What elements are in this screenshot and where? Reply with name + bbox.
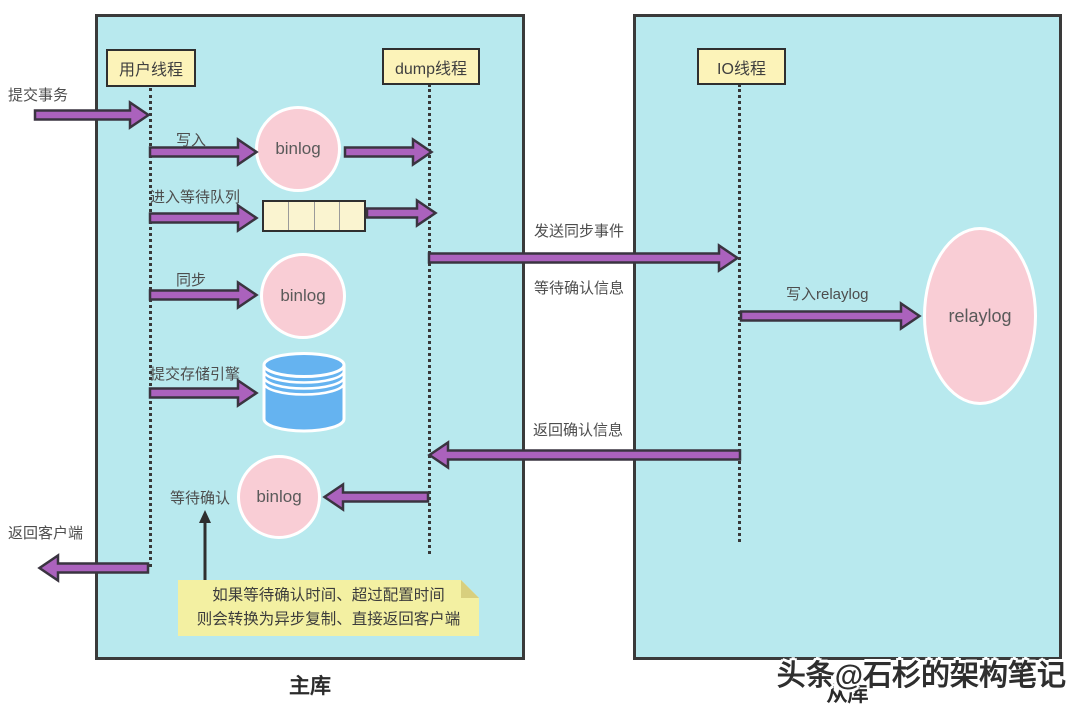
io-thread-lifeline: [738, 84, 741, 542]
master-caption: 主库: [289, 675, 331, 698]
queue-cell: [315, 202, 340, 230]
arrow-write-binlog: [148, 137, 259, 167]
io-thread-label: IO线程: [697, 48, 786, 85]
label-return-client: 返回客户端: [8, 525, 84, 542]
user-thread-lifeline: [149, 88, 152, 567]
storage-engine-cylinder-icon: [262, 352, 346, 433]
io-thread-text: IO线程: [717, 60, 766, 78]
timeout-note-line1: 如果等待确认时间、超过配置时间: [212, 586, 445, 604]
label-commit-engine: 提交存储引擎: [150, 366, 241, 383]
binlog-node-3-text: binlog: [256, 487, 302, 506]
dump-thread-lifeline: [428, 84, 431, 554]
arrow-ack-to-binlog: [322, 482, 430, 512]
arrow-binlog-to-dump: [343, 137, 434, 167]
binlog-node-3: binlog: [237, 455, 321, 539]
wait-queue: [262, 200, 366, 232]
queue-cell: [289, 202, 315, 230]
arrow-return-ack: [427, 440, 742, 470]
user-thread-label: 用户线程: [106, 49, 196, 87]
label-write-relaylog: 写入relaylog: [786, 286, 869, 303]
label-send-sync-event: 发送同步事件: [534, 223, 625, 240]
binlog-node-2-text: binlog: [280, 286, 326, 305]
timeout-note-line2: 则会转换为异步复制、直接返回客户端: [196, 611, 461, 628]
binlog-node-1-text: binlog: [275, 139, 321, 158]
note-pointer-arrow: [199, 510, 211, 580]
binlog-node-2: binlog: [260, 253, 346, 339]
queue-cell: [264, 202, 290, 230]
label-wait-ack-info: 等待确认信息: [534, 280, 625, 297]
label-write: 写入: [176, 132, 207, 149]
arrow-queue-to-dump: [365, 198, 438, 228]
label-sync: 同步: [176, 272, 207, 289]
arrow-commit-transaction: [33, 100, 151, 130]
dump-thread-label: dump线程: [382, 48, 480, 85]
arrow-commit-engine: [148, 378, 259, 408]
relaylog-node-text: relaylog: [948, 305, 1012, 326]
arrow-sync-binlog: [148, 280, 259, 310]
arrow-enter-queue: [148, 203, 259, 233]
arrow-return-client: [37, 553, 150, 583]
watermark-text: 头条@石杉的架构笔记: [776, 660, 1066, 692]
user-thread-text: 用户线程: [118, 62, 183, 79]
relaylog-node: relaylog: [923, 227, 1037, 405]
arrow-write-relaylog: [739, 301, 922, 331]
queue-cell: [340, 202, 364, 230]
label-return-ack-info: 返回确认信息: [533, 422, 624, 439]
label-enter-queue: 进入等待队列: [150, 189, 241, 206]
timeout-note: 如果等待确认时间、超过配置时间 则会转换为异步复制、直接返回客户端: [178, 580, 479, 636]
binlog-node-1: binlog: [255, 106, 341, 192]
label-commit-transaction: 提交事务: [8, 87, 69, 104]
label-wait-ack: 等待确认: [170, 490, 231, 507]
arrow-send-sync-event: [427, 243, 740, 273]
slave-caption: 从库: [826, 683, 869, 706]
dump-thread-text: dump线程: [394, 60, 468, 78]
